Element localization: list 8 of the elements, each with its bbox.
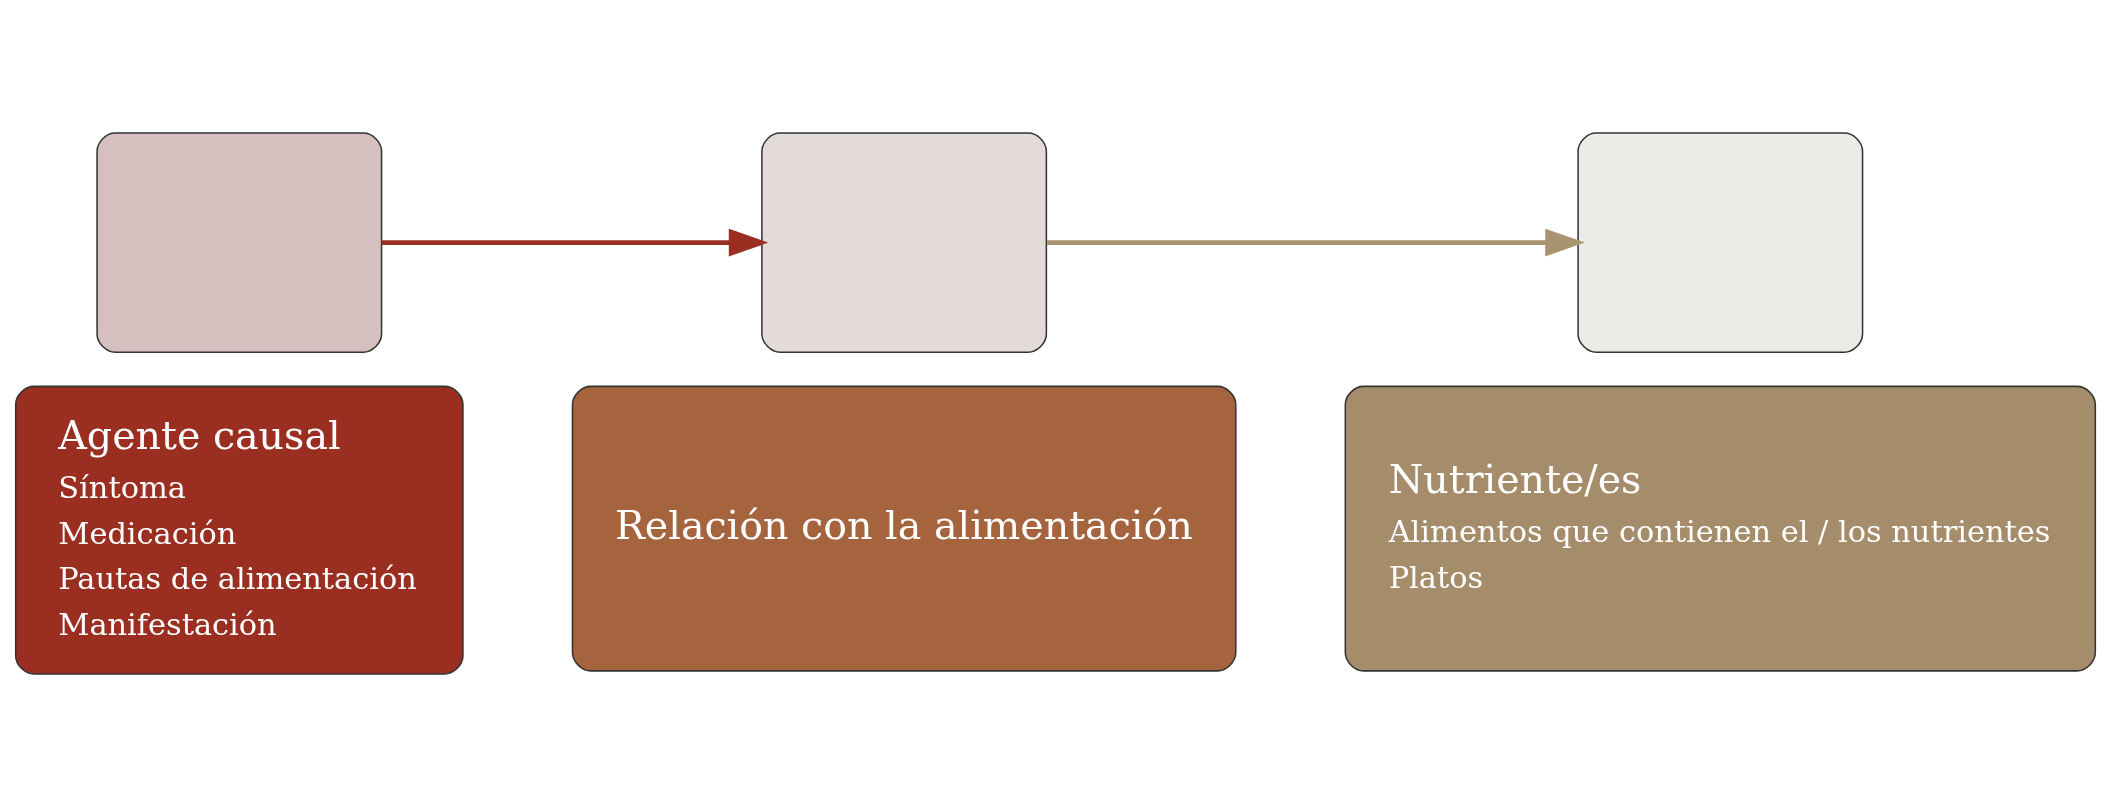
arrow xyxy=(381,228,769,257)
node-box xyxy=(761,132,1048,353)
node-box xyxy=(1577,132,1864,353)
arrow xyxy=(1046,228,1585,257)
node-box: Agente causal Síntoma Medicación Pautas de alimentación Manifestación xyxy=(14,385,464,675)
node-box: Nutriente/es Alimentos que contienen el / los nutrientes Platos xyxy=(1344,385,2097,672)
node-box: Relación con la alimentación xyxy=(571,385,1237,672)
node-box xyxy=(96,132,383,353)
